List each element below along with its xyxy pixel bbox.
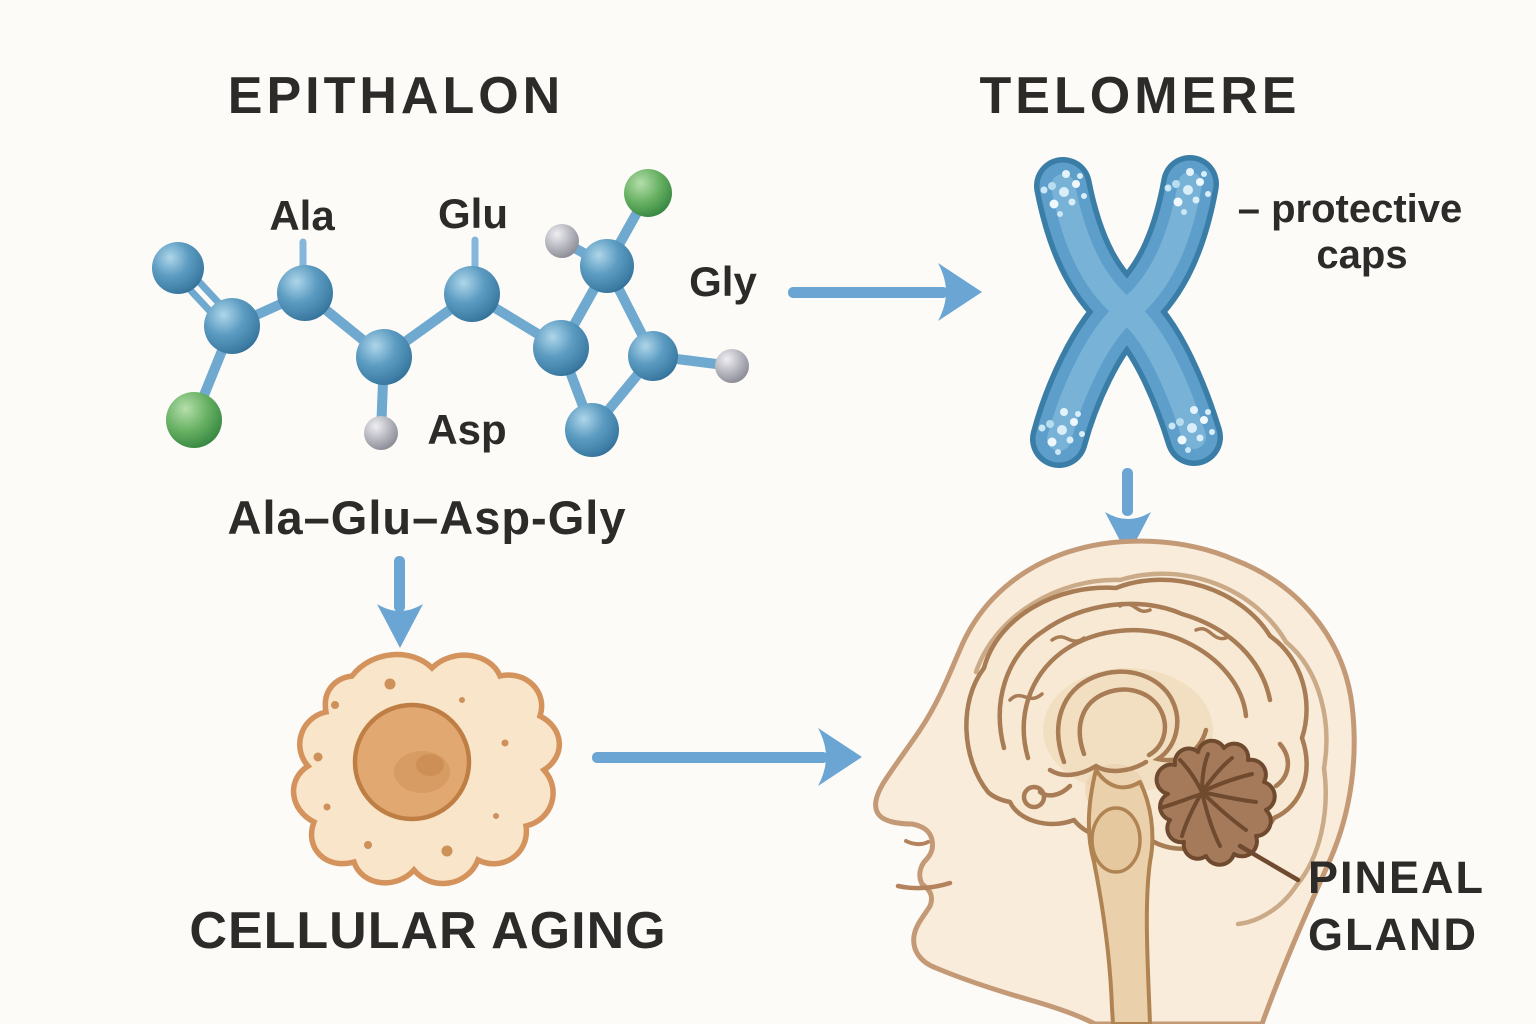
face-features — [895, 839, 953, 891]
chromosome-illustration — [1030, 155, 1223, 468]
arrow-cell-to-brain — [592, 728, 862, 786]
mouth-line — [895, 880, 953, 891]
arrow-sequence-to-cell — [377, 556, 423, 648]
arrow-head-icon — [818, 728, 862, 786]
hydrogen-atom — [364, 416, 398, 450]
nostril-line — [904, 839, 930, 847]
carbon-atom-glu — [444, 266, 500, 322]
chromosome-highlight — [1047, 172, 1206, 451]
organelle-dot — [441, 845, 453, 857]
organelle-dot — [313, 752, 323, 762]
cell-section: CELLULAR AGING — [189, 651, 666, 960]
gyrus-wiggle — [1008, 692, 1044, 702]
organelle-dot — [384, 678, 396, 690]
gland-fold-line — [1200, 790, 1248, 832]
epithalon-title: EPITHALON — [228, 67, 564, 125]
residue-label-glu: Glu — [438, 190, 508, 237]
head-brain-illustration: PINEAL GLAND — [873, 538, 1485, 1024]
nucleus-spot — [416, 754, 444, 776]
carbon-atom — [533, 320, 589, 376]
arrow-shaft — [788, 287, 948, 298]
arrow-head-icon — [938, 263, 982, 321]
organelle-dot — [323, 803, 331, 811]
gyrus-wiggle — [1050, 635, 1086, 643]
chromatid-sheen — [1047, 172, 1202, 451]
gland-leader-left — [1158, 792, 1204, 810]
cellular-aging-caption: CELLULAR AGING — [189, 902, 666, 960]
organelle-dot — [493, 813, 499, 819]
residue-label-ala: Ala — [269, 192, 335, 239]
gyrus-line — [1021, 627, 1249, 761]
carbon-atom — [204, 298, 260, 354]
organelle-dot — [501, 739, 509, 747]
arrow-molecule-to-telomere — [788, 263, 982, 321]
pons — [1090, 806, 1142, 874]
senescent-cell-illustration — [290, 651, 563, 887]
occipital-fold — [1273, 741, 1290, 789]
residue-label-gly: Gly — [689, 258, 757, 305]
epithalon-molecule — [152, 169, 749, 457]
hydrogen-atom — [545, 224, 579, 258]
gland-fold-line — [1200, 790, 1222, 848]
carbon-atom — [356, 329, 412, 385]
carbon-atom — [152, 242, 204, 294]
pineal-gland-structure — [1154, 738, 1301, 883]
terminal-atom — [166, 392, 222, 448]
telomere-title: TELOMERE — [980, 67, 1301, 125]
fornix-line — [1047, 759, 1149, 778]
pineal-gland-label-line2: GLAND — [1308, 909, 1478, 960]
organelle-dot — [459, 697, 465, 703]
gyrus-wiggle — [1194, 627, 1228, 641]
carbon-atom — [628, 331, 678, 381]
pituitary-outline — [1021, 784, 1047, 810]
gland-pointer-line — [1237, 843, 1301, 883]
arrow-shaft — [394, 556, 405, 612]
carbon-atom — [580, 239, 634, 293]
protective-caps-note-line1: – protective — [1238, 187, 1463, 231]
arrow-shaft — [1122, 468, 1133, 516]
organelle-dot — [364, 841, 372, 849]
molecule-atoms — [152, 169, 749, 457]
epithalon-section: EPITHALON — [152, 67, 757, 544]
carbon-atom — [565, 403, 619, 457]
arrow-head-icon — [377, 604, 423, 648]
cell-nucleus — [352, 702, 472, 822]
gyrus-line — [997, 601, 1273, 751]
nucleus-shading — [394, 751, 450, 793]
gland-fold-line — [1200, 790, 1258, 804]
gyrus-wiggle — [1118, 602, 1152, 613]
skull-inner-line — [973, 571, 1329, 927]
gland-fold-line — [1200, 752, 1210, 794]
pineal-gland-label-line1: PINEAL — [1308, 852, 1485, 903]
arrow-shaft — [592, 752, 828, 763]
gland-fold-line — [1200, 772, 1254, 794]
telomere-section: TELOMERE – protective caps — [980, 67, 1463, 468]
organelle-dot — [331, 701, 339, 709]
hydrogen-atom — [715, 349, 749, 383]
arrow-telomere-to-brain — [1105, 468, 1151, 556]
protective-caps-note-line2: caps — [1316, 233, 1407, 277]
terminal-atom — [624, 169, 672, 217]
cell-organelles — [313, 678, 509, 857]
carbon-atom-ala — [277, 265, 333, 321]
arrow-head-icon — [1105, 512, 1151, 556]
corpus-callosum-inner — [1077, 687, 1168, 758]
residue-label-asp: Asp — [427, 406, 506, 453]
peptide-sequence: Ala–Glu–Asp-Gly — [228, 491, 627, 544]
